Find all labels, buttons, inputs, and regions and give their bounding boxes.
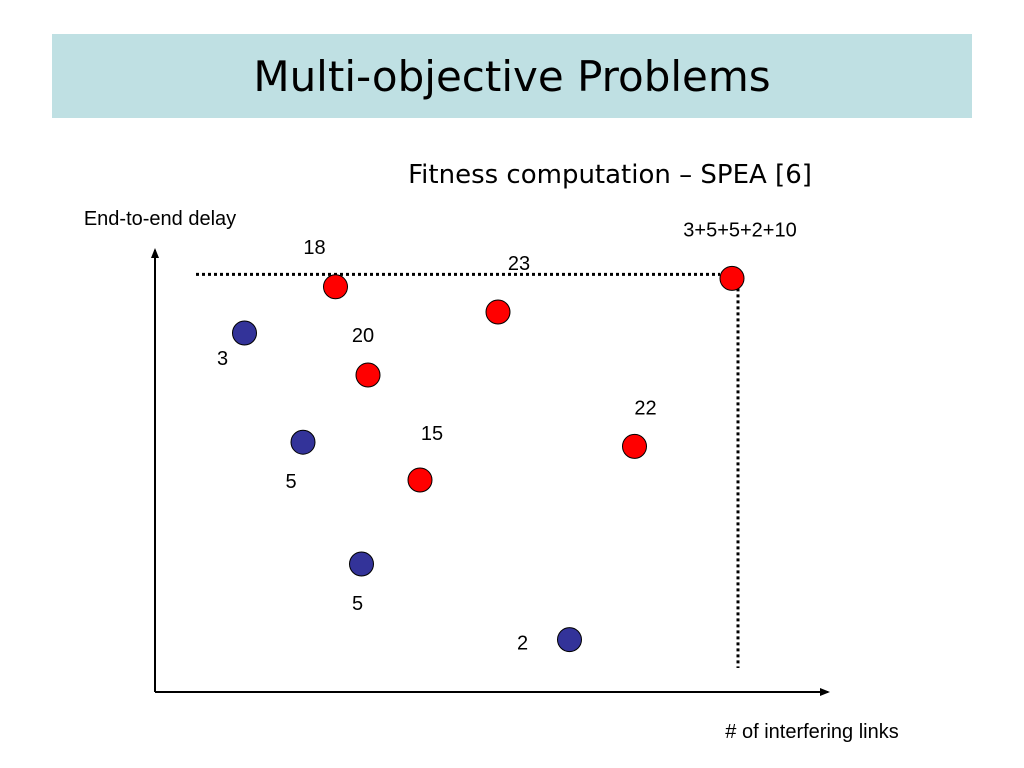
dominated-point [323,274,348,300]
nondominated-point [557,627,582,653]
dominated-point-label: 15 [421,423,443,445]
dominated-point-label: 18 [303,237,325,259]
nondominated-point-label: 2 [517,633,528,655]
nondominated-point-label: 5 [352,593,363,615]
dominated-point-label: 22 [634,397,656,419]
dominated-point [719,265,745,291]
dominated-point [622,433,647,459]
slide-subtitle: Fitness computation – SPEA [6] [408,160,812,190]
dominated-point-label: 23 [508,253,530,275]
dominated-point [407,467,433,493]
dominated-point [355,362,381,388]
nondominated-point [349,551,374,577]
y-axis-label: End-to-end delay [84,208,236,230]
dominated-point-label: 3+5+5+2+10 [683,219,796,241]
dominated-point-label: 20 [352,325,374,347]
nondominated-point-label: 3 [217,348,228,370]
nondominated-point [290,429,316,455]
x-axis-label: # of interfering links [725,721,898,743]
nondominated-point-label: 5 [285,471,296,493]
nondominated-point [232,320,257,346]
slide-title: Multi-objective Problems [253,51,771,101]
title-banner: Multi-objective Problems [52,34,972,118]
dominated-point [485,299,511,325]
